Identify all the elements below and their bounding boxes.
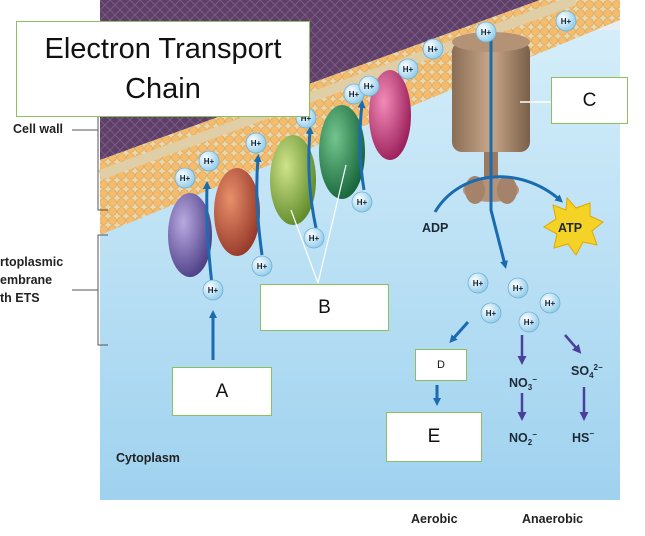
hplus-ion: H+ (397, 58, 419, 80)
hplus-ion: H+ (174, 167, 196, 189)
complex-green (319, 105, 365, 199)
hplus-label: H+ (545, 299, 556, 308)
hplus-label: H+ (309, 234, 320, 243)
b-pointer-lines (290, 164, 347, 284)
hplus-ion: H+ (518, 311, 540, 333)
complex-pink (369, 70, 411, 160)
hplus-ion: H+ (303, 227, 325, 249)
hplus-ion: H+ (555, 10, 577, 32)
anaerobic-arrows (517, 334, 589, 421)
membrane-label-line3: th ETS (0, 291, 40, 305)
hplus-ion: H+ (507, 277, 529, 299)
title-box: Electron Transport Chain (16, 21, 310, 117)
hplus-label: H+ (403, 65, 414, 74)
hplus-ion: H+ (351, 191, 373, 213)
hplus-label: H+ (486, 309, 497, 318)
hplus-label: H+ (301, 114, 312, 123)
atp-star (543, 196, 604, 256)
hplus-label: H+ (208, 286, 219, 295)
proton-arrows (202, 40, 564, 406)
hplus-label: H+ (561, 17, 572, 26)
hplus-label: H+ (251, 139, 262, 148)
answer-box-a[interactable]: A (172, 367, 272, 416)
hplus-ion: H+ (467, 272, 489, 294)
complex-orange (214, 168, 260, 256)
membrane-label-line1: rtoplasmic (0, 255, 64, 269)
answer-box-c[interactable]: C (551, 77, 628, 124)
answer-box-b[interactable]: B (260, 284, 389, 331)
adp-label: ADP (422, 221, 448, 235)
complex-lime (270, 135, 316, 225)
hplus-label: H+ (481, 28, 492, 37)
hplus-label: H+ (257, 262, 268, 271)
membrane-label-line2: embrane (0, 273, 53, 287)
title-line-2: Chain (125, 73, 201, 105)
answer-box-d[interactable]: D (415, 349, 467, 381)
cytoplasm-label: Cytoplasm (116, 451, 180, 465)
hplus-ion: H+ (539, 292, 561, 314)
hplus-label: H+ (204, 157, 215, 166)
aerobic-label: Aerobic (411, 512, 458, 526)
cell-wall-label: Cell wall (13, 122, 64, 136)
atp-label: ATP (558, 221, 582, 235)
answer-box-e[interactable]: E (386, 412, 482, 462)
hplus-ion: H+ (475, 21, 497, 43)
title-line-1: Electron Transport (44, 33, 282, 65)
hplus-ions: H+ H+ H+ H+ H+ H+ H+ H+ H+ H+ H+ H+ H+ H+ H+ H+ H+ H+ H+ (174, 10, 577, 333)
hplus-ion: H+ (202, 279, 224, 301)
hplus-ion: H+ (422, 38, 444, 60)
hplus-label: H+ (349, 90, 360, 99)
hplus-label: H+ (364, 82, 375, 91)
hplus-label: H+ (357, 198, 368, 207)
hplus-ion: H+ (198, 150, 220, 172)
hplus-ion: H+ (358, 75, 380, 97)
hplus-label: H+ (524, 318, 535, 327)
anaerobic-label: Anaerobic (522, 512, 584, 526)
hplus-ion: H+ (480, 302, 502, 324)
hplus-label: H+ (428, 45, 439, 54)
complex-purple (168, 193, 212, 277)
hplus-label: H+ (513, 284, 524, 293)
hplus-ion: H+ (245, 132, 267, 154)
hplus-label: H+ (180, 174, 191, 183)
hplus-ion: H+ (251, 255, 273, 277)
hplus-label: H+ (473, 279, 484, 288)
sulfide-label: HS− (572, 429, 594, 445)
